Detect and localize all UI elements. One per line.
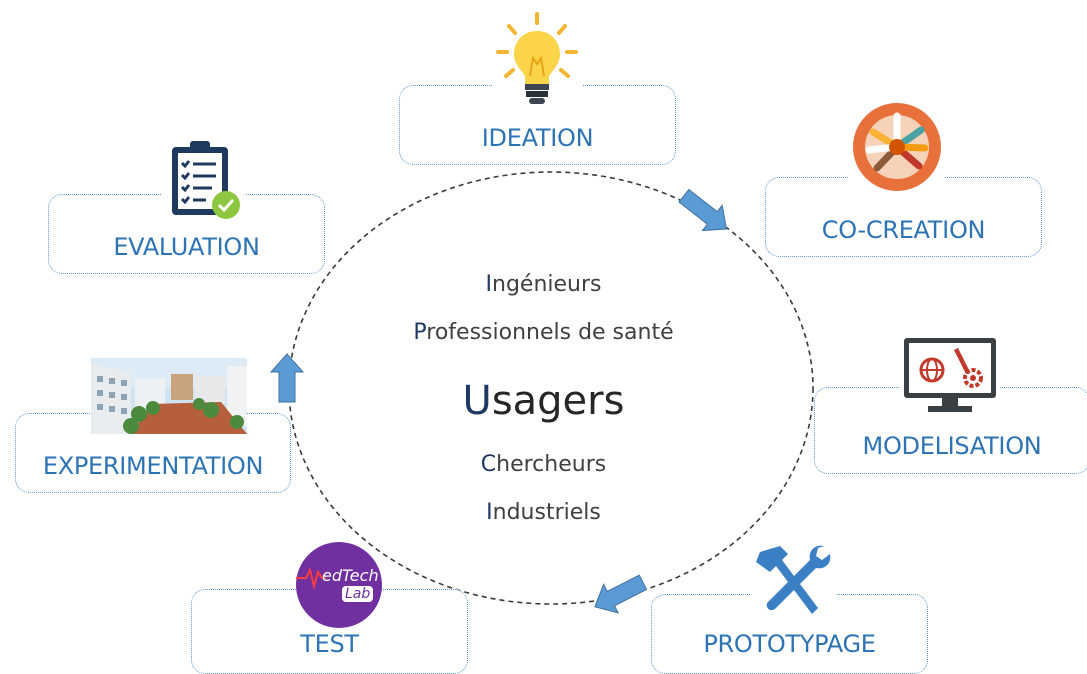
cycle-circle bbox=[288, 171, 814, 605]
initial-letter: I bbox=[486, 500, 493, 525]
participant-ingenieurs: Ingénieurs bbox=[0, 272, 1087, 297]
lightbulb-icon bbox=[492, 10, 582, 110]
word-rest: ngénieurs bbox=[492, 272, 602, 297]
cycle-arrow-experimentation-to-evaluation bbox=[269, 353, 305, 403]
stage-box-cocreation: CO-CREATION bbox=[765, 177, 1042, 257]
stage-label-evaluation: EVALUATION bbox=[113, 233, 260, 261]
initial-letter: U bbox=[462, 378, 492, 424]
word-rest: ndustriels bbox=[492, 500, 601, 525]
initial-letter: C bbox=[480, 452, 497, 477]
heartbeat-line-icon bbox=[296, 567, 326, 590]
participant-chercheurs: Chercheurs bbox=[0, 452, 1087, 477]
stage-label-ideation: IDEATION bbox=[481, 124, 594, 152]
stage-label-test: TEST bbox=[300, 630, 359, 658]
word-rest: sagers bbox=[491, 378, 625, 424]
hammer-wrench-icon bbox=[750, 542, 836, 618]
participant-professionnels: Professionnels de santé bbox=[0, 320, 1087, 345]
cycle-arrow-ideation-to-cocreation bbox=[678, 188, 728, 232]
participant-usagers: Usagers bbox=[0, 378, 1087, 424]
building-photo bbox=[91, 358, 247, 434]
hands-circle-icon bbox=[849, 102, 945, 192]
computer-gears-icon bbox=[900, 336, 1000, 416]
stage-label-experimentation: EXPERIMENTATION bbox=[42, 452, 264, 480]
word-rest: rofessionnels de santé bbox=[426, 320, 674, 345]
checklist-icon bbox=[162, 137, 246, 223]
participant-industriels: Industriels bbox=[0, 500, 1087, 525]
stage-box-prototypage: PROTOTYPAGE bbox=[651, 594, 928, 674]
cycle-arrow-prototypage-to-test bbox=[594, 574, 648, 614]
logo-text-line1: edTech bbox=[322, 566, 379, 585]
logo-text-line2: Lab bbox=[342, 586, 374, 602]
word-rest: hercheurs bbox=[496, 452, 607, 477]
stage-label-cocreation: CO-CREATION bbox=[821, 216, 986, 244]
initial-letter: P bbox=[413, 320, 427, 345]
stage-label-prototypage: PROTOTYPAGE bbox=[703, 630, 876, 658]
stage-label-modelisation: MODELISATION bbox=[862, 432, 1042, 460]
initial-letter: I bbox=[485, 272, 493, 297]
medtech-lab-logo: edTech Lab bbox=[296, 542, 382, 628]
